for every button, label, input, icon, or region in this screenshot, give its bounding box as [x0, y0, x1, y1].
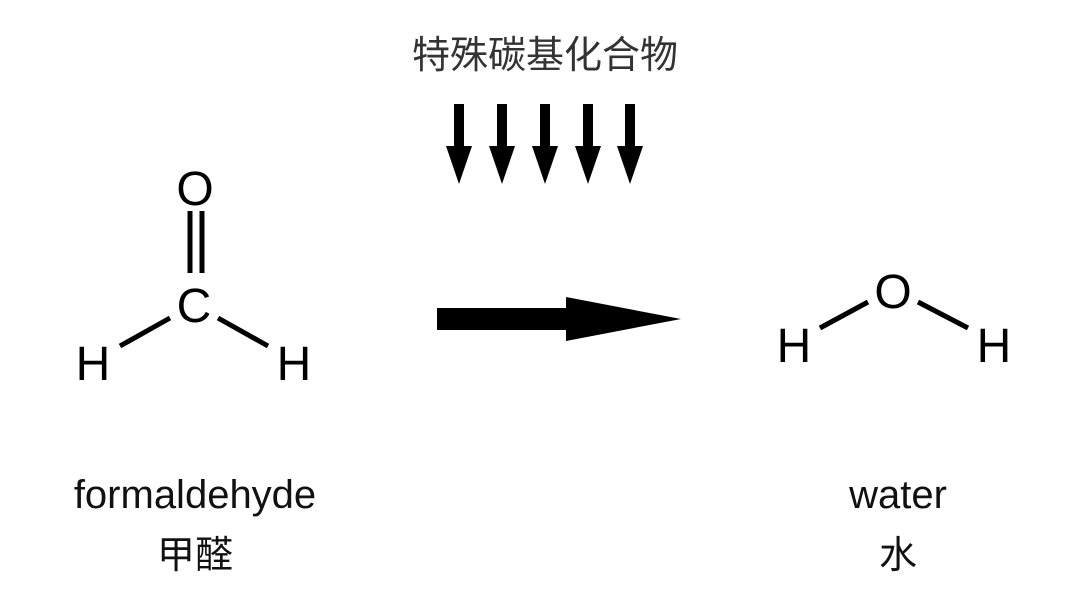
- water-oxygen-atom: O: [874, 266, 911, 319]
- carbon-hydrogen-bond-left: [118, 315, 172, 349]
- down-arrow-4: [575, 104, 601, 184]
- carbon-hydrogen-bond-right: [216, 315, 270, 349]
- formaldehyde-carbon-atom: C: [177, 280, 212, 333]
- product-name-english: water: [848, 473, 947, 517]
- water-hydrogen-atom-right: H: [977, 320, 1012, 373]
- reactant-name-chinese: 甲醛: [157, 533, 233, 577]
- formaldehyde-oxygen-atom: O: [176, 163, 213, 216]
- down-arrow-2: [489, 104, 515, 184]
- reagent-label: 特殊碳基化合物: [412, 33, 678, 77]
- water-structure: O H H: [777, 266, 1012, 373]
- formaldehyde-structure: O C H H: [76, 163, 312, 391]
- down-arrow-5: [617, 104, 643, 184]
- formaldehyde-hydrogen-atom-left: H: [76, 338, 111, 391]
- water-hydrogen-atom-left: H: [777, 320, 812, 373]
- reagent-arrows: [446, 104, 643, 184]
- reaction-arrow: [437, 297, 681, 341]
- formaldehyde-hydrogen-atom-right: H: [277, 338, 312, 391]
- oxygen-hydrogen-bond-right: [916, 299, 970, 331]
- oxygen-hydrogen-bond-left: [818, 299, 870, 331]
- down-arrow-3: [532, 104, 558, 184]
- down-arrow-1: [446, 104, 472, 184]
- reactant-name-english: formaldehyde: [74, 473, 316, 517]
- product-name-chinese: 水: [879, 533, 917, 577]
